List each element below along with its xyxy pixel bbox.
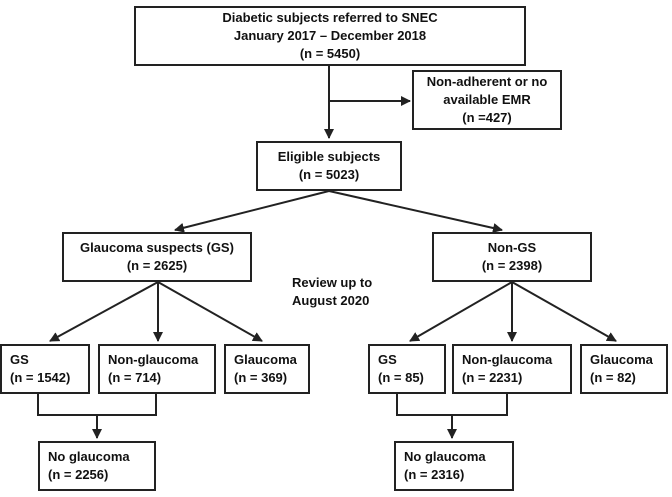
box-nongs-parent-line-2: (n = 2398) xyxy=(481,258,543,273)
review-note: Review up to August 2020 xyxy=(292,274,372,310)
box-right-glaucoma-line-2: (n = 82) xyxy=(590,370,636,385)
review-note-line-1: Review up to xyxy=(292,275,373,290)
box-left-nonglaucoma-line-1: Non-glaucoma xyxy=(108,352,199,367)
box-eligible-line-2: (n = 5023) xyxy=(298,167,360,182)
box-nongs-parent: Non-GS (n = 2398) xyxy=(432,232,592,282)
box-gs-parent: Glaucoma suspects (GS) (n = 2625) xyxy=(62,232,252,282)
box-left-nonglaucoma: Non-glaucoma (n = 714) xyxy=(98,344,216,394)
box-right-noglaucoma: No glaucoma (n = 2316) xyxy=(394,441,514,491)
box-right-glaucoma: Glaucoma (n = 82) xyxy=(580,344,668,394)
box-left-noglaucoma-line-1: No glaucoma xyxy=(48,449,130,464)
review-note-line-2: August 2020 xyxy=(292,293,370,308)
box-eligible-line-1: Eligible subjects xyxy=(277,149,381,164)
box-right-gs-line-2: (n = 85) xyxy=(378,370,424,385)
box-right-glaucoma-line-1: Glaucoma xyxy=(590,352,653,367)
box-left-glaucoma: Glaucoma (n = 369) xyxy=(224,344,310,394)
box-referred-line-1: Diabetic subjects referred to SNEC xyxy=(222,10,438,25)
box-left-gs: GS (n = 1542) xyxy=(0,344,90,394)
box-nonadherent-line-3: (n =427) xyxy=(462,110,512,125)
arrow-gs-to-l-glaucoma xyxy=(157,281,263,342)
box-left-gs-line-1: GS xyxy=(10,352,29,367)
arrow-eligible-to-gs xyxy=(174,190,330,233)
box-left-noglaucoma: No glaucoma (n = 2256) xyxy=(38,441,156,491)
box-nonadherent: Non-adherent or no available EMR (n =427… xyxy=(412,70,562,130)
arrow-nongs-to-r-glaucoma xyxy=(511,281,617,342)
box-left-noglaucoma-line-2: (n = 2256) xyxy=(48,467,109,482)
box-right-noglaucoma-line-2: (n = 2316) xyxy=(404,467,465,482)
box-nonadherent-line-2: available EMR xyxy=(443,92,531,107)
box-nonadherent-line-1: Non-adherent or no xyxy=(426,74,548,89)
box-gs-parent-line-2: (n = 2625) xyxy=(126,258,188,273)
box-gs-parent-line-1: Glaucoma suspects (GS) xyxy=(80,240,234,255)
box-left-glaucoma-line-2: (n = 369) xyxy=(234,370,288,385)
box-right-noglaucoma-line-1: No glaucoma xyxy=(404,449,486,464)
box-left-glaucoma-line-1: Glaucoma xyxy=(234,352,297,367)
box-right-nonglaucoma-line-1: Non-glaucoma xyxy=(462,352,553,367)
box-right-nonglaucoma: Non-glaucoma (n = 2231) xyxy=(452,344,572,394)
box-referred-line-3: (n = 5450) xyxy=(299,46,361,61)
box-right-nonglaucoma-line-2: (n = 2231) xyxy=(462,370,523,385)
box-right-gs: GS (n = 85) xyxy=(368,344,446,394)
box-right-gs-line-1: GS xyxy=(378,352,397,367)
bracket-left-merge xyxy=(37,394,157,416)
arrow-gs-to-l-gs xyxy=(49,281,159,342)
bracket-right-merge xyxy=(396,394,508,416)
box-referred-line-2: January 2017 – December 2018 xyxy=(233,28,427,43)
box-eligible: Eligible subjects (n = 5023) xyxy=(256,141,402,191)
box-left-gs-line-2: (n = 1542) xyxy=(10,370,71,385)
box-referred: Diabetic subjects referred to SNEC Janua… xyxy=(134,6,526,66)
box-left-nonglaucoma-line-2: (n = 714) xyxy=(108,370,162,385)
box-nongs-parent-line-1: Non-GS xyxy=(487,240,537,255)
arrow-eligible-to-nongs xyxy=(328,190,503,233)
arrow-nongs-to-r-gs xyxy=(409,281,513,342)
